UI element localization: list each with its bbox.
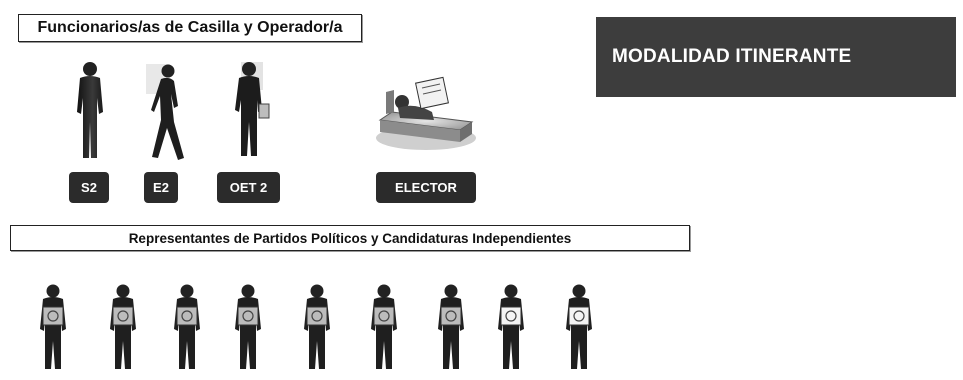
standing-official-icon <box>77 62 103 158</box>
party-representative-icon <box>438 284 464 369</box>
walking-official-icon <box>146 64 184 160</box>
operator-with-tablet-icon <box>235 62 270 156</box>
party-representative-icon <box>235 284 261 369</box>
role-badge-oet2: OET 2 <box>217 172 280 203</box>
role-badge-elector: ELECTOR <box>376 172 476 203</box>
role-badge-e2: E2 <box>144 172 178 203</box>
party-representative-icon <box>110 284 136 369</box>
voter-in-bed-icon <box>376 76 476 150</box>
representatives-section-title: Representantes de Partidos Políticos y C… <box>10 225 690 251</box>
officials-section-title: Funcionarios/as de Casilla y Operador/a <box>18 14 362 42</box>
party-representative-icon <box>566 284 592 369</box>
party-representative-icon <box>304 284 330 369</box>
party-representative-icon <box>498 284 524 369</box>
modalidad-itinerante-banner: MODALIDAD ITINERANTE <box>596 17 956 97</box>
role-badge-s2: S2 <box>69 172 109 203</box>
party-representative-icon <box>40 284 66 369</box>
party-representative-icon <box>371 284 397 369</box>
party-representative-icon <box>174 284 200 369</box>
